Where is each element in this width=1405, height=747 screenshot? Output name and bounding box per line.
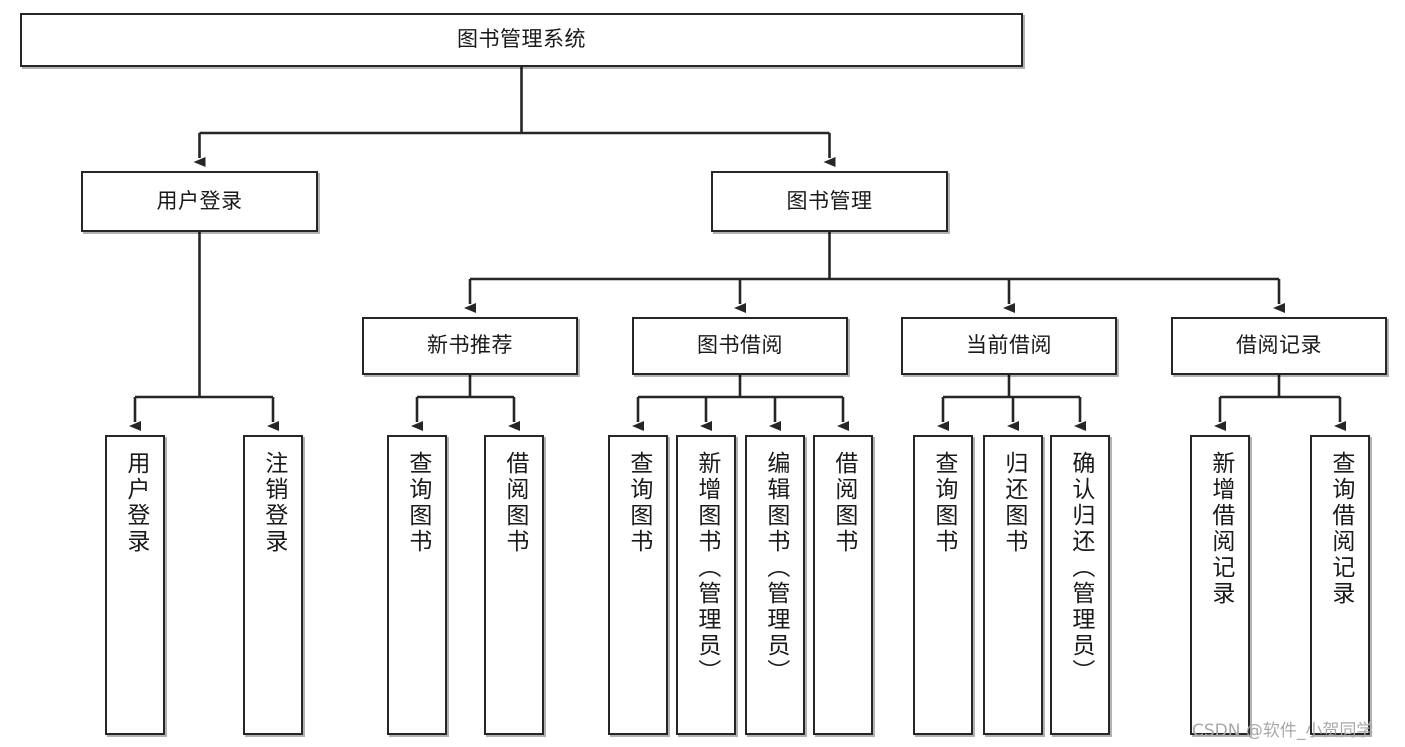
node-leaf-c-query[interactable]: 查询图书 [913, 435, 973, 735]
node-label: 当前借阅 [966, 333, 1052, 358]
node-label: 编辑图书（管理员） [762, 451, 789, 685]
node-borrow[interactable]: 图书借阅 [632, 317, 848, 375]
node-label: 注销登录 [260, 451, 287, 555]
node-leaf-c-return[interactable]: 归还图书 [983, 435, 1043, 735]
node-leaf-b-query[interactable]: 查询图书 [608, 435, 668, 735]
node-label: 查询图书 [625, 451, 652, 555]
node-label: 借阅记录 [1236, 333, 1322, 358]
node-leaf-logout[interactable]: 注销登录 [243, 435, 303, 735]
node-label: 借阅图书 [830, 451, 857, 555]
node-label: 查询借阅记录 [1327, 451, 1354, 607]
node-label: 图书借阅 [697, 333, 783, 358]
csdn-watermark: CSDN @软件_小贺同学 [1192, 721, 1374, 741]
node-login[interactable]: 用户登录 [81, 171, 318, 232]
node-label: 新书推荐 [427, 333, 513, 358]
node-leaf-b-borrow[interactable]: 借阅图书 [813, 435, 873, 735]
node-leaf-c-confirm[interactable]: 确认归还（管理员） [1050, 435, 1110, 735]
node-newbook[interactable]: 新书推荐 [362, 317, 578, 375]
node-leaf-r-query[interactable]: 查询借阅记录 [1310, 435, 1370, 735]
node-label: 用户登录 [122, 451, 149, 555]
node-leaf-r-add[interactable]: 新增借阅记录 [1190, 435, 1250, 735]
node-label: 图书管理系统 [457, 27, 586, 52]
node-leaf-nb-query[interactable]: 查询图书 [387, 435, 447, 735]
node-leaf-nb-borrow[interactable]: 借阅图书 [484, 435, 544, 735]
node-label: 查询图书 [930, 451, 957, 555]
node-label: 新增借阅记录 [1207, 451, 1234, 607]
node-leaf-b-add[interactable]: 新增图书（管理员） [676, 435, 736, 735]
node-label: 确认归还（管理员） [1067, 451, 1094, 685]
node-label: 新增图书（管理员） [693, 451, 720, 685]
node-label: 用户登录 [156, 188, 243, 213]
node-bookmgmt[interactable]: 图书管理 [711, 171, 948, 232]
node-leaf-login[interactable]: 用户登录 [105, 435, 165, 735]
node-label: 图书管理 [786, 188, 873, 213]
node-root[interactable]: 图书管理系统 [20, 13, 1023, 67]
node-label: 查询图书 [404, 451, 431, 555]
node-current[interactable]: 当前借阅 [901, 317, 1117, 375]
node-label: 借阅图书 [501, 451, 528, 555]
node-records[interactable]: 借阅记录 [1171, 317, 1387, 375]
node-leaf-b-edit[interactable]: 编辑图书（管理员） [745, 435, 805, 735]
node-label: 归还图书 [1000, 451, 1027, 555]
